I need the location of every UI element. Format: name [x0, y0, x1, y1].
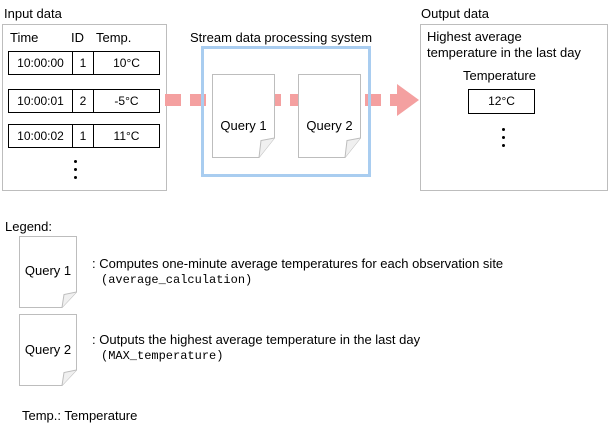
cell-time-row3: 10:00:02: [8, 124, 73, 148]
vertical-ellipsis-icon: [74, 160, 78, 184]
legend-footnote: Temp.: Temperature: [22, 408, 138, 423]
output-data-panel: Highest average temperature in the last …: [420, 24, 608, 191]
cell-id-row1: 1: [72, 51, 94, 75]
document-icon: [298, 74, 361, 158]
output-desc-line2: temperature in the last day: [427, 45, 581, 60]
cell-temp-row2: -5°C: [93, 89, 160, 113]
legend-query2-desc: : Outputs the highest average temperatur…: [92, 332, 421, 347]
system-box: [201, 46, 371, 177]
document-icon: [19, 236, 77, 308]
output-data-title: Output data: [421, 6, 489, 21]
legend-query1-desc: : Computes one-minute average temperatur…: [92, 256, 504, 271]
query1-label: Query 1: [220, 118, 267, 133]
legend-query1-code: (average_calculation): [101, 273, 253, 287]
cell-time-row2: 10:00:01: [8, 89, 73, 113]
document-icon: [19, 314, 77, 386]
column-header-time: Time: [10, 30, 39, 45]
cell-id-row2: 2: [72, 89, 94, 113]
system-title: Stream data processing system: [190, 30, 373, 45]
cell-id-row3: 1: [72, 124, 94, 148]
output-column-header: Temperature: [463, 68, 536, 83]
legend-query2-label: Query 2: [24, 342, 72, 357]
cell-temp-row3: 11°C: [93, 124, 160, 148]
column-header-temp: Temp.: [96, 30, 132, 45]
legend-query2-code: (MAX_temperature): [101, 349, 224, 363]
query2-label: Query 2: [306, 118, 353, 133]
legend-query1-label: Query 1: [24, 263, 72, 278]
cell-time-row1: 10:00:00: [8, 51, 73, 75]
legend-title: Legend:: [5, 219, 52, 234]
document-icon: [212, 74, 275, 158]
output-desc-line1: Highest average: [427, 29, 522, 44]
input-data-title: Input data: [4, 6, 62, 21]
cell-temp-row1: 10°C: [93, 51, 160, 75]
output-temperature-cell: 12°C: [468, 89, 535, 114]
input-data-panel: Time ID Temp. 10:00:00 1 10°C 10:00:01 2…: [2, 24, 167, 191]
column-header-id: ID: [71, 30, 84, 45]
vertical-ellipsis-icon: [502, 128, 506, 152]
